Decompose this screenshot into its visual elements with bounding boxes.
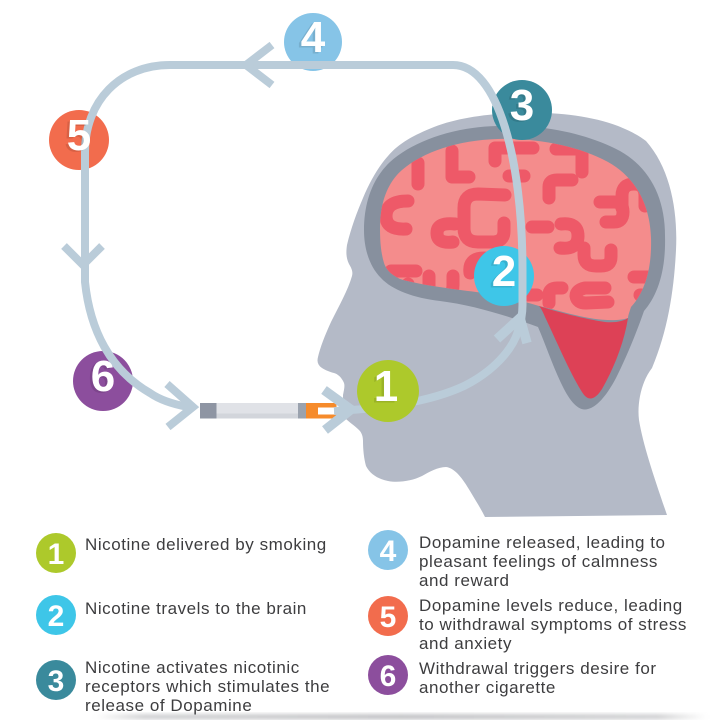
svg-text:2: 2 [48, 600, 65, 633]
svg-text:3: 3 [507, 83, 531, 132]
svg-text:3: 3 [48, 665, 65, 698]
svg-text:6: 6 [88, 354, 112, 403]
svg-text:2: 2 [492, 247, 516, 296]
svg-text:4: 4 [298, 15, 323, 64]
svg-text:6: 6 [91, 352, 115, 401]
svg-text:4: 4 [301, 13, 326, 62]
svg-text:6: 6 [380, 660, 397, 693]
svg-text:2: 2 [489, 249, 513, 298]
svg-text:5: 5 [380, 601, 397, 634]
svg-text:5: 5 [64, 113, 88, 162]
svg-text:5: 5 [67, 111, 91, 160]
svg-text:1: 1 [48, 538, 65, 571]
svg-text:1: 1 [371, 364, 395, 413]
svg-text:3: 3 [510, 81, 534, 130]
svg-text:4: 4 [380, 535, 397, 568]
svg-text:1: 1 [374, 362, 398, 411]
